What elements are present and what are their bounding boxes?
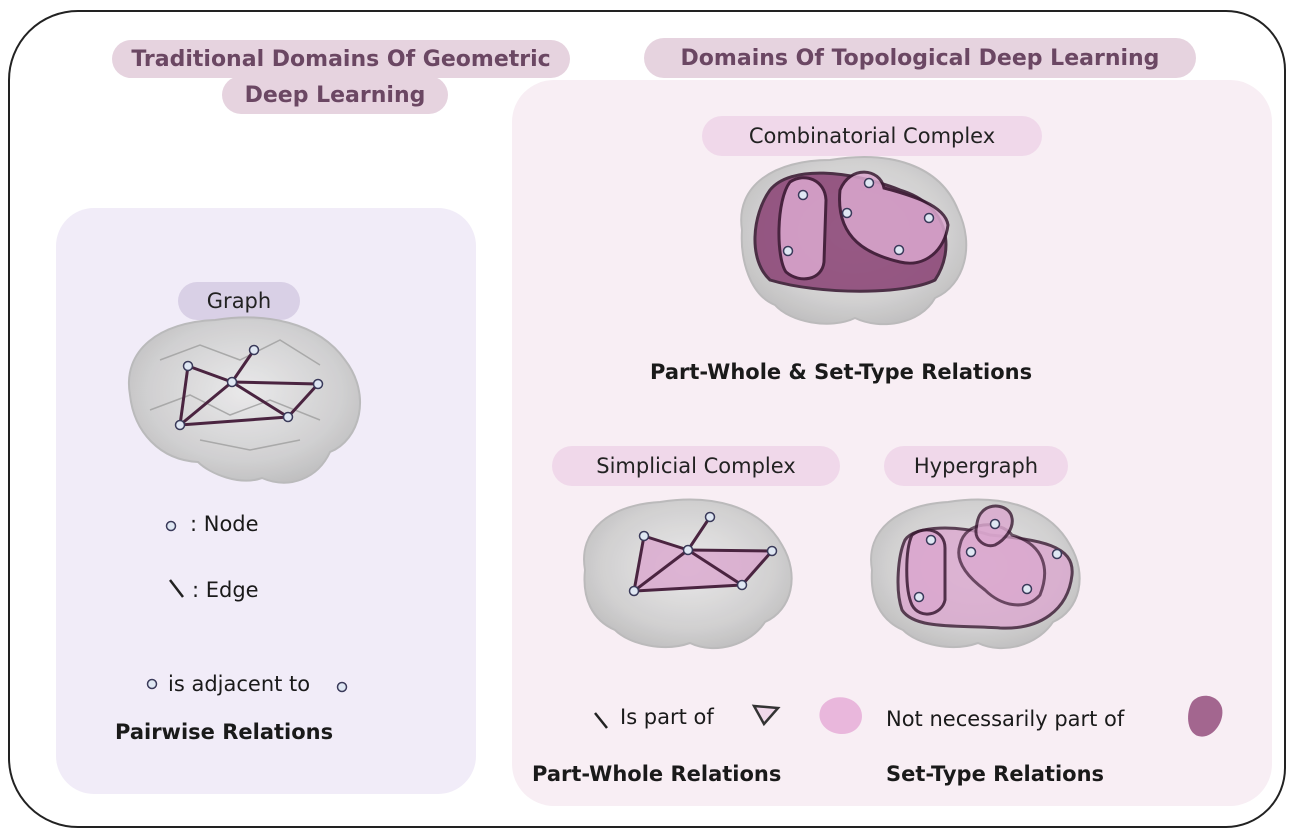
legend-node-icon bbox=[167, 522, 176, 531]
adjacent-node-icon-2 bbox=[338, 683, 347, 692]
adjacent-node-icon-1 bbox=[148, 680, 157, 689]
legend-edge-text: : Edge bbox=[192, 578, 259, 602]
part-whole-relations-label: Part-Whole Relations bbox=[532, 762, 781, 786]
legend-node-text: : Node bbox=[190, 512, 259, 536]
graph-brain bbox=[129, 317, 360, 482]
legend-edge-icon bbox=[170, 580, 183, 597]
blob-light-icon bbox=[819, 697, 862, 734]
part-of-text: Is part of bbox=[620, 705, 714, 729]
adjacent-text: is adjacent to bbox=[168, 672, 310, 696]
blob-dark-icon bbox=[1188, 696, 1222, 737]
not-part-of-text: Not necessarily part of bbox=[886, 707, 1124, 731]
triangle-icon bbox=[754, 706, 778, 724]
pairwise-relations-label: Pairwise Relations bbox=[115, 720, 333, 744]
combinatorial-relations-label: Part-Whole & Set-Type Relations bbox=[650, 360, 1032, 384]
part-of-edge-icon bbox=[595, 713, 607, 728]
set-type-relations-label: Set-Type Relations bbox=[886, 762, 1104, 786]
